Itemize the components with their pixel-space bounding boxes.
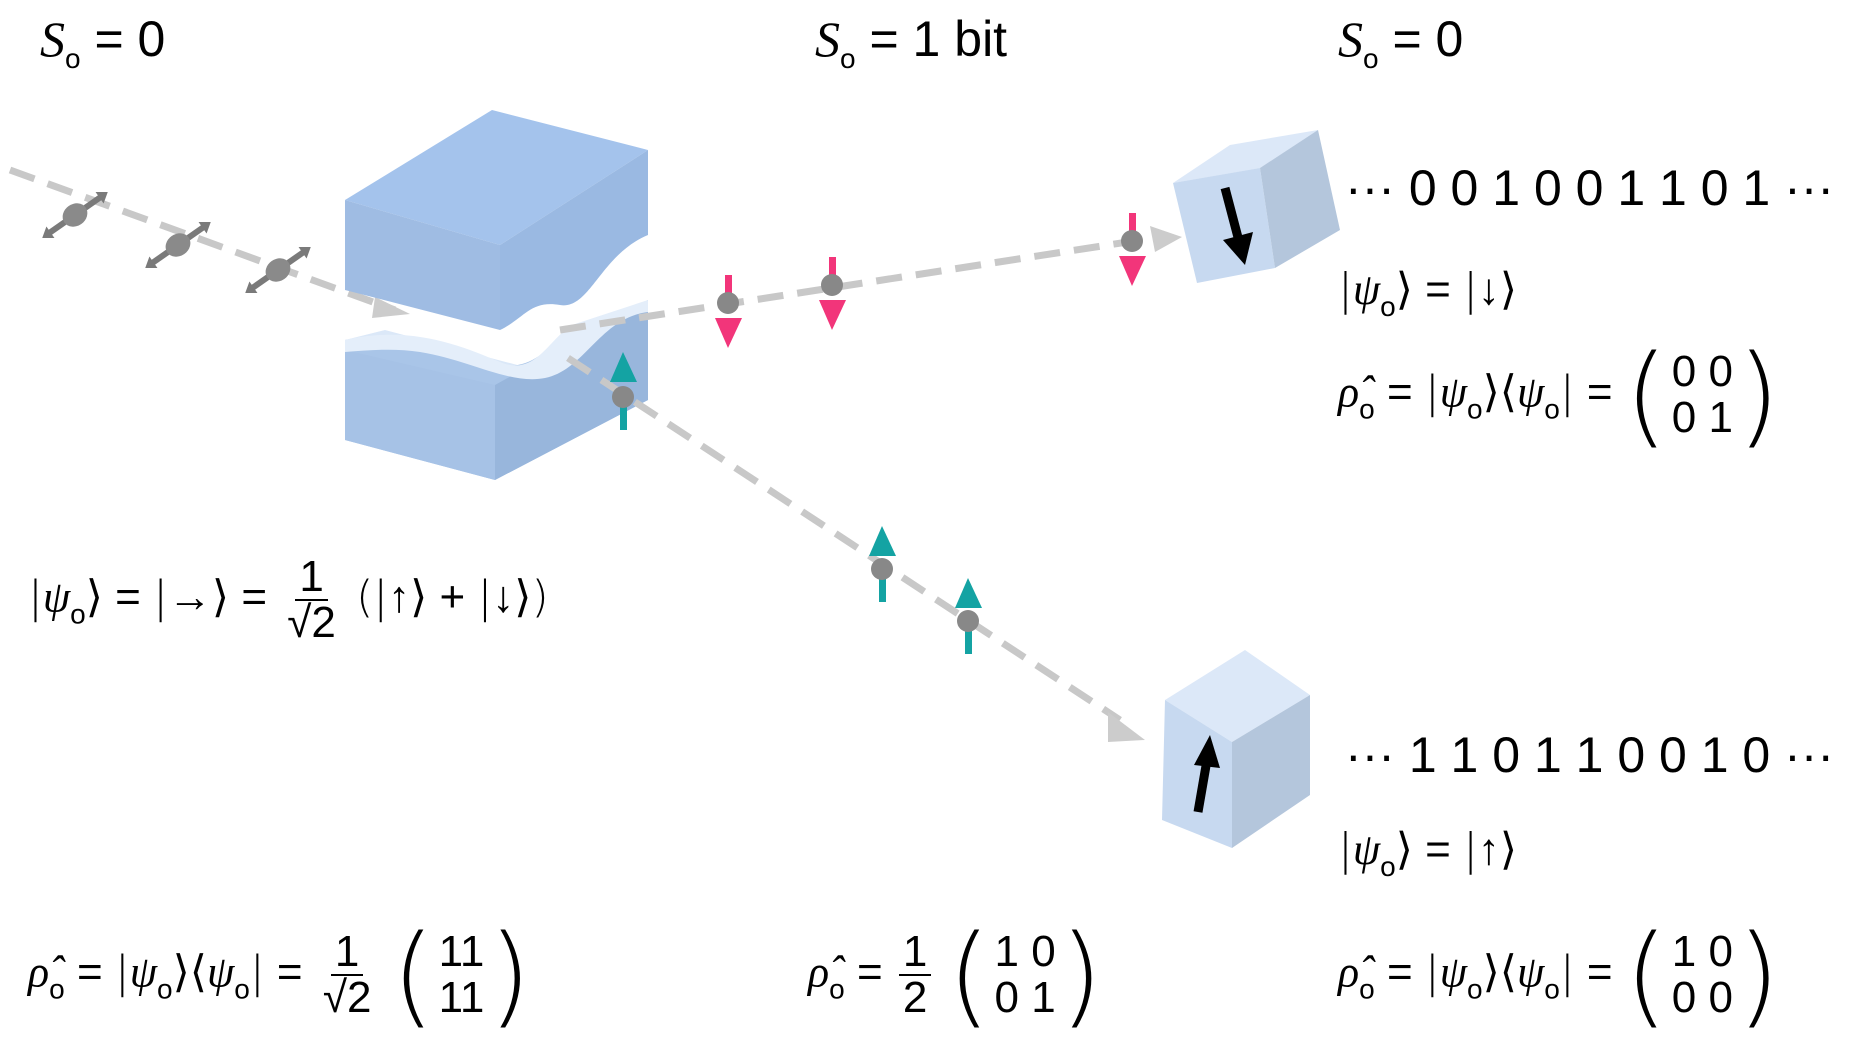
incoming-particle [245, 247, 311, 293]
entropy-label-initial: So = 0 [40, 11, 166, 74]
spin-down-detector-cube [1173, 130, 1340, 283]
incoming-particle [42, 192, 108, 238]
stern-gerlach-magnet [345, 110, 648, 480]
entropy-label-final: So = 0 [1338, 11, 1464, 74]
spin-up-particle [955, 578, 982, 654]
incoming-beam [8, 166, 410, 318]
spin-down-beam [559, 226, 1182, 334]
measurement-record-up: ··· 1 1 0 1 1 0 0 1 0 ··· [1345, 727, 1835, 783]
incoming-particle [145, 222, 211, 268]
input-state-superposition: |ψo⟩ = |→⟩ = 1√2 (|↑⟩ + |↓⟩) [28, 552, 549, 647]
measurement-record-down: ··· 0 0 1 0 0 1 1 0 1 ··· [1345, 160, 1835, 216]
state-ket-down: |ψo⟩ = |↓⟩ [1338, 264, 1518, 322]
spin-up-particle [610, 352, 637, 430]
spin-down-particle [1119, 213, 1146, 286]
spin-up-detector-cube [1162, 650, 1310, 848]
spin-up-beam [566, 355, 1145, 742]
spin-up-particle [869, 526, 896, 602]
state-ket-up: |ψo⟩ = |↑⟩ [1338, 824, 1518, 882]
entropy-label-mixed: So = 1 bit [815, 11, 1008, 74]
spin-down-particle [715, 275, 742, 348]
spin-down-particle [819, 257, 846, 330]
